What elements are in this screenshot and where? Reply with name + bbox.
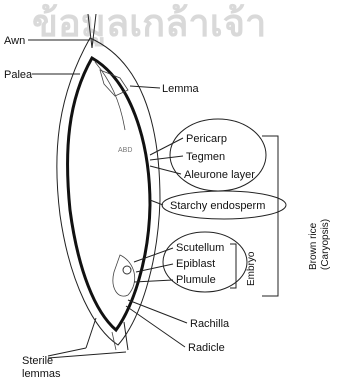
label-tegmen: Tegmen <box>186 151 225 163</box>
sterile-lemma-left <box>86 318 96 348</box>
label-brown-rice: Brown rice <box>308 222 319 270</box>
label-scutellum: Scutellum <box>176 242 224 254</box>
label-aleurone: Aleurone layer <box>184 169 255 181</box>
label-awn: Awn <box>4 35 25 47</box>
leader-lemma <box>130 86 160 88</box>
leader-rachilla <box>128 300 187 323</box>
leader-sterile-left <box>48 348 86 356</box>
label-lemmas: lemmas <box>22 368 61 380</box>
leader-aleurone <box>150 166 181 174</box>
grain-mark: ABD <box>118 147 132 154</box>
embryo-dot <box>123 266 131 274</box>
grain-outline <box>68 58 150 330</box>
label-caryopsis: (Caryopsis) <box>320 219 331 270</box>
label-rachilla: Rachilla <box>190 318 230 330</box>
label-starchy: Starchy endosperm <box>170 200 265 212</box>
leader-sterile-right <box>48 352 126 358</box>
leader-pericarp <box>150 138 183 155</box>
label-lemma: Lemma <box>162 83 200 95</box>
label-radicle: Radicle <box>188 342 225 354</box>
embryo-inner-bracket <box>230 244 236 288</box>
leader-starchy <box>150 200 163 205</box>
embryo-region <box>113 255 135 296</box>
label-plumule: Plumule <box>176 274 216 286</box>
leader-tegmen <box>150 156 183 160</box>
label-palea: Palea <box>4 69 33 81</box>
label-pericarp: Pericarp <box>186 133 227 145</box>
leader-radicle <box>126 306 185 347</box>
outer-hull <box>57 38 160 345</box>
label-sterile: Sterile <box>22 355 53 367</box>
label-embryo: Embryo <box>246 251 257 286</box>
label-epiblast: Epiblast <box>176 258 215 270</box>
